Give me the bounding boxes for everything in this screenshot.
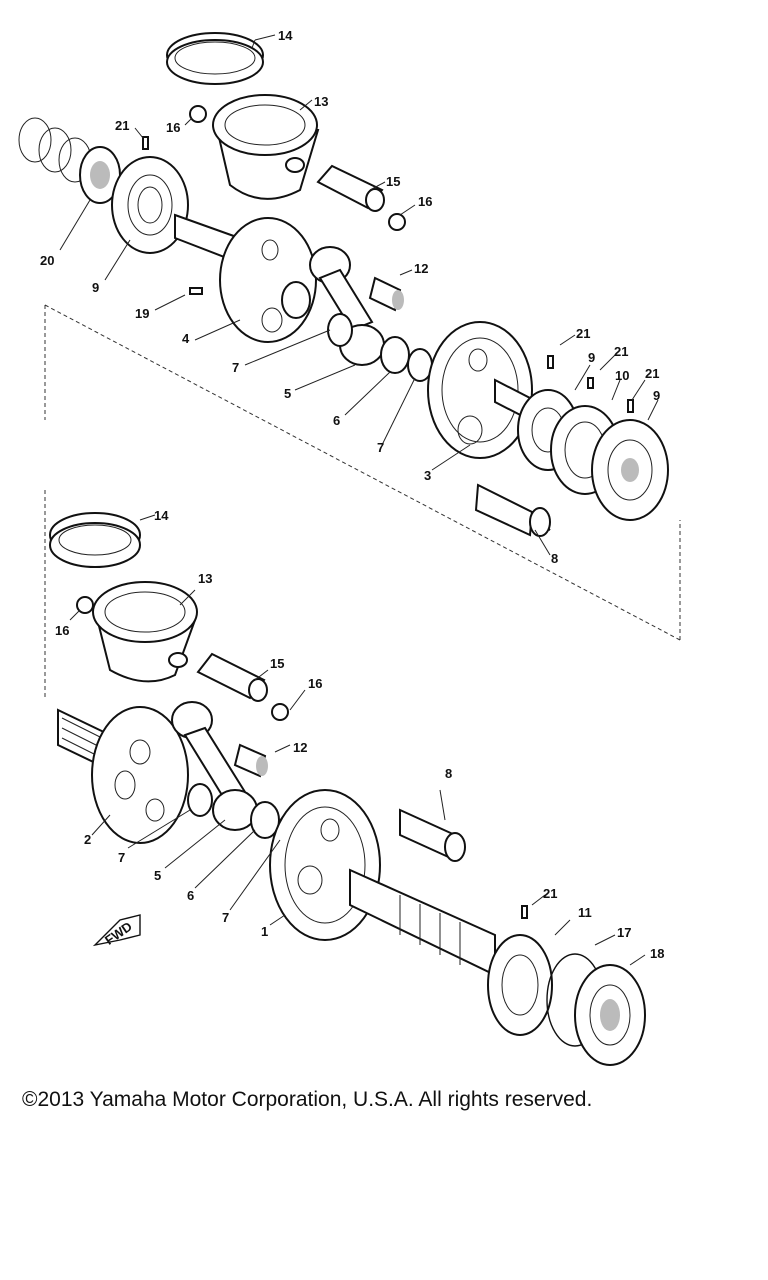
callout-9-c: 9 [653,388,660,403]
callout-21-c: 21 [614,344,628,359]
callout-21-a: 21 [115,118,129,133]
connecting-rod-bottom [171,701,258,831]
piston-pin-bottom [196,652,268,702]
callout-8-bottom: 8 [445,766,452,781]
callout-4: 4 [182,331,190,346]
piston-pin-top [316,164,385,212]
bearing-left-top [111,156,189,254]
callout-7-c: 7 [118,850,125,865]
needle-bearing-top-12 [368,276,404,312]
callout-labels: 14 13 21 16 15 16 20 9 19 12 4 7 5 6 7 3… [40,28,664,961]
callout-12-bottom: 12 [293,740,307,755]
piston-ring-set-bottom [49,512,141,568]
piston-top [212,94,320,200]
callout-10: 10 [615,368,629,383]
dowel-pin-e [521,905,528,919]
fwd-text: FWD [102,919,135,948]
callout-15-top: 15 [386,174,400,189]
callout-7-d: 7 [222,910,229,925]
callout-8-top: 8 [551,551,558,566]
exploded-parts-diagram: FWD [18,28,681,1066]
crank-wheel-2 [91,706,189,844]
forward-arrow-icon: FWD [92,914,141,948]
callout-11: 11 [578,905,592,920]
circlip-top-a [189,105,207,123]
callout-14-bottom: 14 [154,508,169,523]
alignment-frame [44,304,681,700]
circlip-bottom-b [271,703,289,721]
bigend-bearing-top [327,313,433,382]
callout-19: 19 [135,306,149,321]
callout-21-b: 21 [576,326,590,341]
callout-12-top: 12 [414,261,428,276]
callout-14-top: 14 [278,28,293,43]
crank-pin-top [474,483,551,537]
callout-13-top: 13 [314,94,328,109]
callout-6-bottom: 6 [187,888,194,903]
crank-pin-bottom [399,808,466,862]
leader-lines [59,34,659,966]
dowel-pin-d [627,399,634,413]
callout-21-d: 21 [645,366,659,381]
callout-13-bottom: 13 [198,571,212,586]
crank-wheel-4 [219,217,317,343]
callout-5-bottom: 5 [154,868,161,883]
callout-16-b: 16 [418,194,432,209]
callout-9-a: 9 [92,280,99,295]
copyright-notice: ©2013 Yamaha Motor Corporation, U.S.A. A… [22,1088,593,1111]
output-shaft [349,868,496,977]
callout-18: 18 [650,946,664,961]
dowel-pin-b [547,355,554,369]
oil-seal-18 [574,964,646,1066]
needle-bearing-bottom-12 [233,743,268,778]
callout-16-a: 16 [166,120,180,135]
callout-16-d: 16 [308,676,322,691]
callout-9-b: 9 [588,350,595,365]
callout-1: 1 [261,924,268,939]
bearing-11 [487,934,553,1036]
callout-5-top: 5 [284,386,291,401]
callout-15-bottom: 15 [270,656,284,671]
connecting-rod-top [309,246,385,366]
circlip-top-b [388,213,406,231]
oil-seal-stack [18,117,121,204]
callout-17: 17 [617,925,631,940]
callout-3: 3 [424,468,431,483]
callout-21-e: 21 [543,886,557,901]
callout-7-a: 7 [232,360,239,375]
dowel-pin-c [587,377,594,389]
callout-16-c: 16 [55,623,69,638]
callout-2: 2 [84,832,91,847]
bearing-stack-right [517,389,669,521]
piston-ring-set-top [166,32,264,85]
crank-wheel-3 [427,321,533,459]
circlip-bottom-a [76,596,94,614]
piston-bottom [92,581,198,683]
callout-6-top: 6 [333,413,340,428]
callout-20: 20 [40,253,54,268]
key-19 [189,287,203,295]
dowel-pin-a [142,136,149,150]
callout-7-b: 7 [377,440,384,455]
crank-wheel-1 [269,789,381,941]
